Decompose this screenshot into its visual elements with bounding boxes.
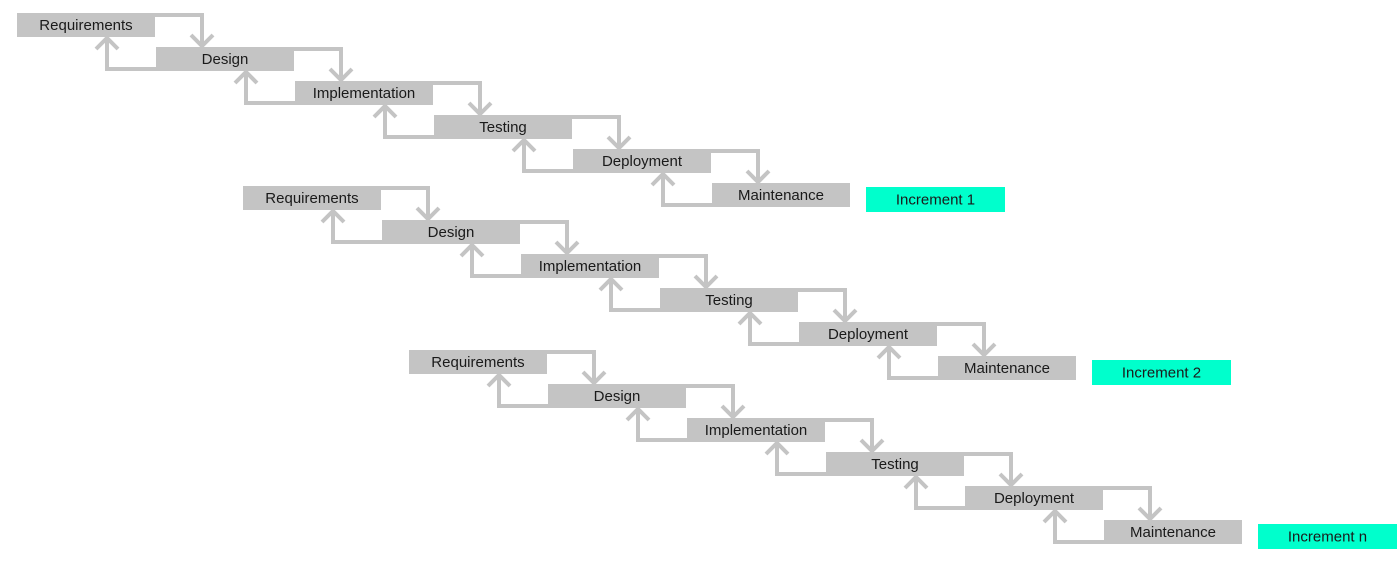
feedback-arrow-2-2	[459, 242, 521, 278]
increment-label-2: Increment 2	[1092, 360, 1231, 385]
stage-label: Requirements	[39, 17, 132, 34]
forward-arrow-2-1	[381, 186, 441, 222]
feedback-arrow-3-4	[903, 474, 965, 510]
forward-arrow-2-3	[659, 254, 719, 290]
stage-box-requirements: Requirements	[243, 186, 381, 210]
forward-arrow-2-2	[520, 220, 580, 256]
stage-label: Deployment	[994, 490, 1075, 507]
increment-label-text: Increment 2	[1122, 365, 1201, 382]
stage-box-design: Design	[548, 384, 686, 408]
stage-box-requirements: Requirements	[409, 350, 547, 374]
feedback-arrow-1-5	[650, 171, 712, 207]
stage-box-deployment: Deployment	[965, 486, 1103, 510]
feedback-arrow-3-1	[486, 372, 548, 408]
stage-label: Testing	[871, 456, 919, 473]
forward-arrow-3-4	[964, 452, 1024, 488]
feedback-arrow-1-1	[94, 35, 156, 71]
increment-label-text: Increment n	[1288, 529, 1367, 546]
feedback-arrow-2-4	[737, 310, 799, 346]
forward-arrow-3-5	[1103, 486, 1163, 522]
stage-box-design: Design	[382, 220, 520, 244]
stage-box-deployment: Deployment	[799, 322, 937, 346]
feedback-arrow-3-3	[764, 440, 826, 476]
feedback-arrow-1-2	[233, 69, 295, 105]
feedback-arrow-3-5	[1042, 508, 1104, 544]
stage-box-testing: Testing	[434, 115, 572, 139]
stage-label: Deployment	[602, 153, 683, 170]
stage-label: Design	[594, 388, 641, 405]
stage-box-implementation: Implementation	[687, 418, 825, 442]
feedback-arrow-2-1	[320, 208, 382, 244]
stage-boxes: RequirementsDesignImplementationTestingD…	[17, 13, 1397, 549]
stage-label: Design	[202, 51, 249, 68]
forward-arrow-1-1	[155, 13, 215, 49]
stage-label: Deployment	[828, 326, 909, 343]
increment-label-text: Increment 1	[896, 192, 975, 209]
stage-box-design: Design	[156, 47, 294, 71]
stage-label: Implementation	[705, 422, 808, 439]
stage-label: Maintenance	[738, 187, 824, 204]
stage-box-requirements: Requirements	[17, 13, 155, 37]
increment-label-3: Increment n	[1258, 524, 1397, 549]
forward-arrow-3-2	[686, 384, 746, 420]
forward-arrow-3-1	[547, 350, 607, 386]
forward-arrow-1-5	[711, 149, 771, 185]
stage-label: Testing	[479, 119, 527, 136]
forward-arrow-1-2	[294, 47, 354, 83]
stage-box-testing: Testing	[826, 452, 964, 476]
stage-label: Maintenance	[1130, 524, 1216, 541]
stage-box-implementation: Implementation	[295, 81, 433, 105]
increment-label-1: Increment 1	[866, 187, 1005, 212]
stage-label: Requirements	[265, 190, 358, 207]
stage-label: Testing	[705, 292, 753, 309]
stage-label: Implementation	[539, 258, 642, 275]
feedback-arrow-3-2	[625, 406, 687, 442]
stage-box-maintenance: Maintenance	[712, 183, 850, 207]
stage-box-maintenance: Maintenance	[938, 356, 1076, 380]
feedback-arrow-1-4	[511, 137, 573, 173]
feedback-arrows	[94, 13, 1163, 544]
feedback-arrow-2-3	[598, 276, 660, 312]
stage-box-maintenance: Maintenance	[1104, 520, 1242, 544]
stage-label: Implementation	[313, 85, 416, 102]
forward-arrow-1-3	[433, 81, 493, 117]
forward-arrow-1-4	[572, 115, 632, 151]
forward-arrow-2-5	[937, 322, 997, 358]
stage-box-testing: Testing	[660, 288, 798, 312]
stage-label: Maintenance	[964, 360, 1050, 377]
feedback-arrow-2-5	[876, 344, 938, 380]
stage-box-implementation: Implementation	[521, 254, 659, 278]
stage-label: Design	[428, 224, 475, 241]
stage-label: Requirements	[431, 354, 524, 371]
forward-arrow-2-4	[798, 288, 858, 324]
forward-arrow-3-3	[825, 418, 885, 454]
stage-box-deployment: Deployment	[573, 149, 711, 173]
feedback-arrow-1-3	[372, 103, 434, 139]
